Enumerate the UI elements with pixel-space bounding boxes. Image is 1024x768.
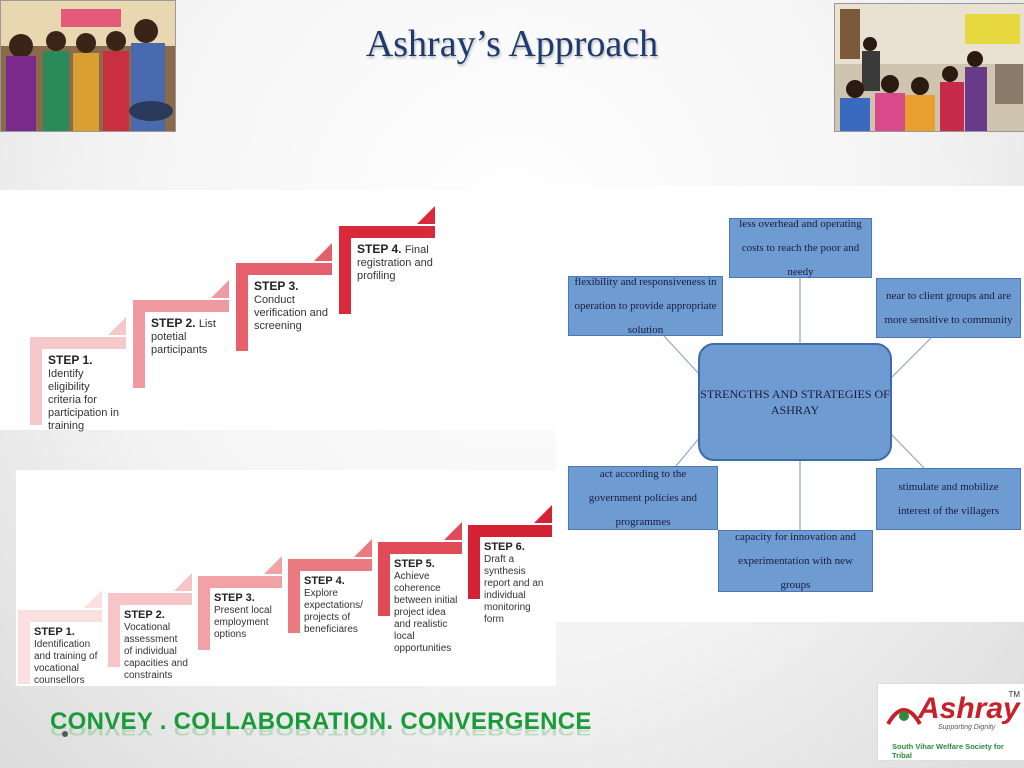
step-arrow-icon xyxy=(417,206,435,224)
step-bar-top xyxy=(339,226,435,238)
step-description: Explore expectations/ projects of benefi… xyxy=(304,588,363,635)
step-label: STEP 6. xyxy=(484,541,525,553)
step-text: STEP 3. Conduct verification and screeni… xyxy=(254,280,330,333)
step-arrow-icon xyxy=(174,573,192,591)
step-bar-left xyxy=(108,593,120,667)
step-bar-left xyxy=(133,300,145,388)
step-arrow-icon xyxy=(84,590,102,608)
logo-subtitle: Supporting Dignity xyxy=(938,724,996,731)
step-label: STEP 1. xyxy=(48,353,93,367)
meeting-photo-right xyxy=(834,3,1024,132)
step-arrow-icon xyxy=(108,317,126,335)
step-diagram-registration: STEP 1. Identify eligibility criteria fo… xyxy=(0,190,556,433)
strength-box-top-right: near to client groups and are more sensi… xyxy=(876,278,1021,338)
step-arrow-icon xyxy=(211,280,229,298)
logo-emblem-icon xyxy=(886,708,922,726)
step-arrow-icon xyxy=(534,505,552,523)
strength-box-top: less overhead and operating costs to rea… xyxy=(729,218,872,278)
step-bar-top xyxy=(468,525,552,537)
step-description: List potetial participants xyxy=(151,318,216,356)
step-label: STEP 2. xyxy=(151,316,199,330)
slide-title: Ashray’s Approach xyxy=(365,23,659,65)
bullet-dot xyxy=(62,731,68,737)
step-bar-left xyxy=(30,337,42,425)
step-bar-top xyxy=(198,576,282,588)
step-bar-top xyxy=(288,559,372,571)
step-bar-left xyxy=(198,576,210,650)
step-description: Vocational assessment of individual capa… xyxy=(124,622,188,681)
step-description: Identification and training of vocationa… xyxy=(34,639,98,686)
strength-box-top-left: flexibility and responsiveness in operat… xyxy=(568,276,723,336)
step-arrow-icon xyxy=(354,539,372,557)
logo-name: Ashray xyxy=(918,692,1020,725)
step-bar-top xyxy=(18,610,102,622)
strengths-center-box: STRENGTHS AND STRATEGIES OF ASHRAY xyxy=(698,343,892,461)
step-bar-top xyxy=(108,593,192,605)
step-bar-top xyxy=(236,263,332,275)
step-arrow-icon xyxy=(444,522,462,540)
step-bar-left xyxy=(236,263,248,351)
step-bar-left xyxy=(468,525,480,599)
step-arrow-icon xyxy=(314,243,332,261)
step-label: STEP 3. xyxy=(254,279,299,293)
logo-org: South Vihar Welfare Society for Tribal xyxy=(892,742,1004,760)
step-label: STEP 3. xyxy=(214,592,255,604)
step-text: STEP 4. Explore expectations/ projects o… xyxy=(304,575,368,636)
step-label: STEP 2. xyxy=(124,609,165,621)
strength-box-bottom-right: stimulate and mobilize interest of the v… xyxy=(876,468,1021,530)
step-text: STEP 5. Achieve coherence between initia… xyxy=(394,558,458,655)
step-bar-top xyxy=(378,542,462,554)
step-text: STEP 3. Present local employment options xyxy=(214,592,278,641)
step-text: STEP 4. Final registration and profiling xyxy=(357,243,433,283)
step-text: STEP 2. Vocational assessment of individ… xyxy=(124,609,188,682)
logo-tm: TM xyxy=(1008,690,1020,699)
step-bar-left xyxy=(339,226,351,314)
strengths-diagram: less overhead and operating costs to rea… xyxy=(556,186,1024,622)
step-label: STEP 5. xyxy=(394,558,435,570)
step-text: STEP 6. Draft a synthesis report and an … xyxy=(484,541,548,626)
step-label: STEP 4. xyxy=(304,575,345,587)
step-description: Final registration and profiling xyxy=(357,244,433,282)
ashray-logo: Ashray TM Supporting Dignity South Vihar… xyxy=(877,683,1024,761)
step-description: Draft a synthesis report and an individu… xyxy=(484,554,544,625)
step-bar-left xyxy=(288,559,300,633)
step-bar-top xyxy=(30,337,126,349)
strength-box-bottom-left: act according to the government policies… xyxy=(568,466,718,530)
step-diagram-vocational: STEP 1. Identification and training of v… xyxy=(16,470,556,686)
tagline: CONVEY . COLLABORATION. CONVERGENCE xyxy=(50,708,592,735)
step-description: Conduct verification and screening xyxy=(254,294,328,332)
step-arrow-icon xyxy=(264,556,282,574)
step-bar-top xyxy=(133,300,229,312)
step-bar-left xyxy=(18,610,30,684)
step-description: Achieve coherence between initial projec… xyxy=(394,571,458,654)
strength-box-bottom: capacity for innovation and experimentat… xyxy=(718,530,873,592)
step-label: STEP 1. xyxy=(34,626,75,638)
connector-lines xyxy=(663,278,932,531)
training-photo-left xyxy=(0,0,176,132)
step-text: STEP 2. List potetial participants xyxy=(151,317,227,357)
step-description: Present local employment options xyxy=(214,605,272,640)
step-text: STEP 1. Identification and training of v… xyxy=(34,626,98,687)
tagline-reflection: CONVEY . COLLABORATION. CONVERGENCE xyxy=(50,721,592,738)
step-text: STEP 1. Identify eligibility criteria fo… xyxy=(48,354,124,433)
step-description: Identify eligibility criteria for partic… xyxy=(48,368,119,432)
step-label: STEP 4. xyxy=(357,242,405,256)
step-bar-left xyxy=(378,542,390,616)
